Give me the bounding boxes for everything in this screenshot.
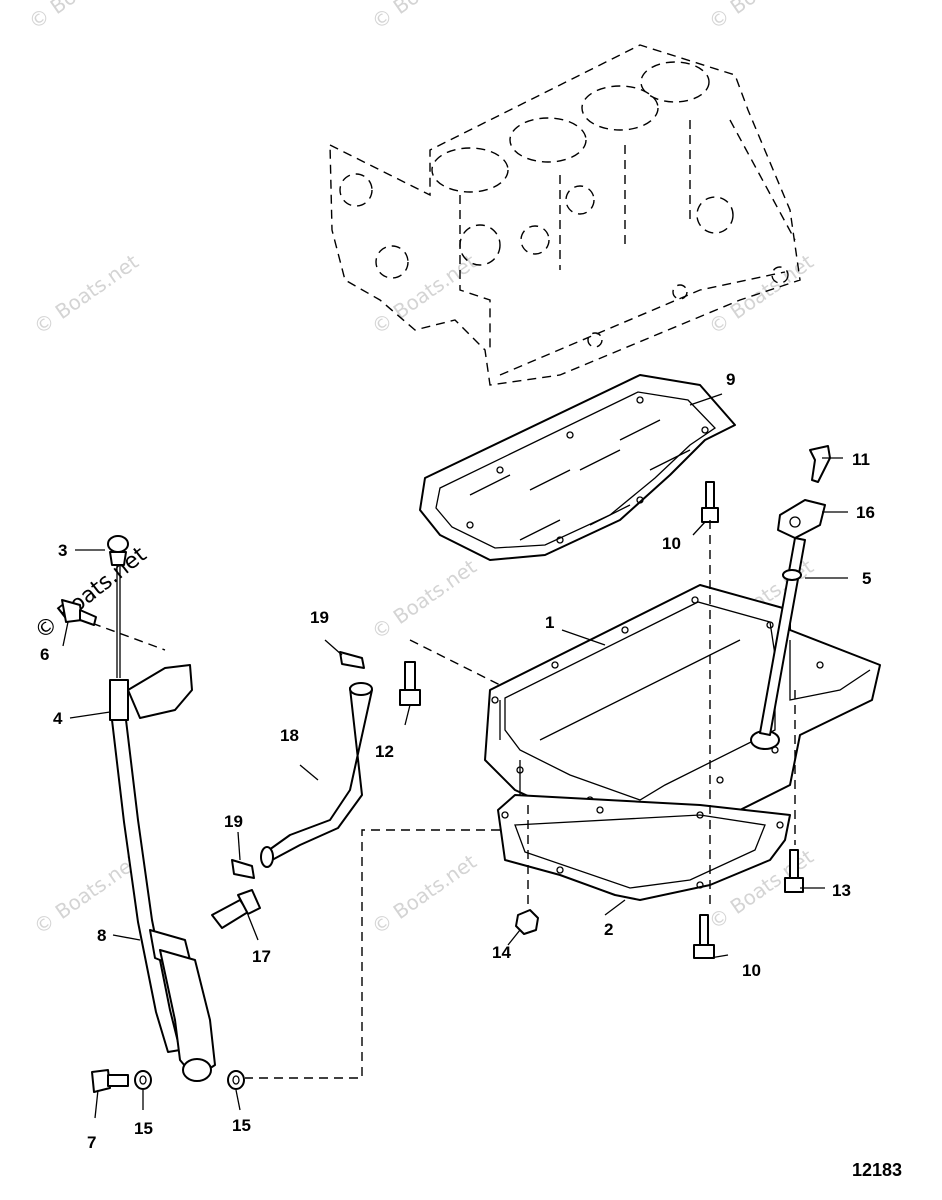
- callout-15-right: 15: [232, 1116, 251, 1135]
- callout-18: 18: [280, 726, 299, 745]
- callout-labels: 1 2 3 4 5 6 7 8 9 10 10 11 12 13 14 15 1…: [40, 370, 875, 1152]
- callout-2: 2: [604, 920, 613, 939]
- watermark: © Boats.net: [29, 249, 143, 339]
- watermark: © Boats.net: [24, 0, 138, 34]
- callout-16: 16: [856, 503, 875, 522]
- callout-19-lower: 19: [224, 812, 243, 831]
- watermark: © Boats.net: [704, 0, 818, 34]
- callout-10-upper: 10: [662, 534, 681, 553]
- callout-10-lower: 10: [742, 961, 761, 980]
- watermark: © Boats.net: [367, 249, 481, 339]
- callout-17: 17: [252, 947, 271, 966]
- callout-11: 11: [852, 450, 870, 469]
- dipstick-assembly: [107, 535, 216, 1082]
- callout-5: 5: [862, 569, 871, 588]
- hose-fitting: [211, 889, 261, 929]
- callout-7: 7: [87, 1133, 96, 1152]
- watermark: © Boats.net: [29, 849, 143, 939]
- callout-13: 13: [832, 881, 851, 900]
- watermark-overlay: © Boats.net: [30, 542, 151, 645]
- figure-number: 12183: [852, 1160, 902, 1180]
- watermark: © Boats.net: [367, 849, 481, 939]
- bolt-parts: [399, 481, 804, 959]
- callout-3: 3: [58, 541, 67, 560]
- callout-4: 4: [53, 709, 63, 728]
- leader-lines: [62, 393, 848, 1119]
- callout-9: 9: [726, 370, 735, 389]
- callout-15-left: 15: [134, 1119, 153, 1138]
- watermark: © Boats.net: [367, 0, 481, 34]
- callout-1: 1: [545, 613, 554, 632]
- callout-8: 8: [97, 926, 106, 945]
- bolt-6: [61, 599, 97, 626]
- pan-dipstick-tube: [759, 445, 831, 736]
- alignment-lines: [77, 520, 796, 1079]
- callout-6: 6: [40, 645, 49, 664]
- watermark: © Boats.net: [704, 249, 818, 339]
- callout-19-upper: 19: [310, 608, 329, 627]
- oil-pan-lower: [497, 794, 791, 901]
- breather-hose: [231, 651, 373, 879]
- callout-14: 14: [492, 943, 511, 962]
- drain-plug-and-washers: [91, 1069, 245, 1093]
- callout-12: 12: [375, 742, 394, 761]
- watermark: © Boats.net: [367, 554, 481, 644]
- oil-pan-gasket: [419, 374, 736, 561]
- engine-block-phantom: [329, 44, 801, 386]
